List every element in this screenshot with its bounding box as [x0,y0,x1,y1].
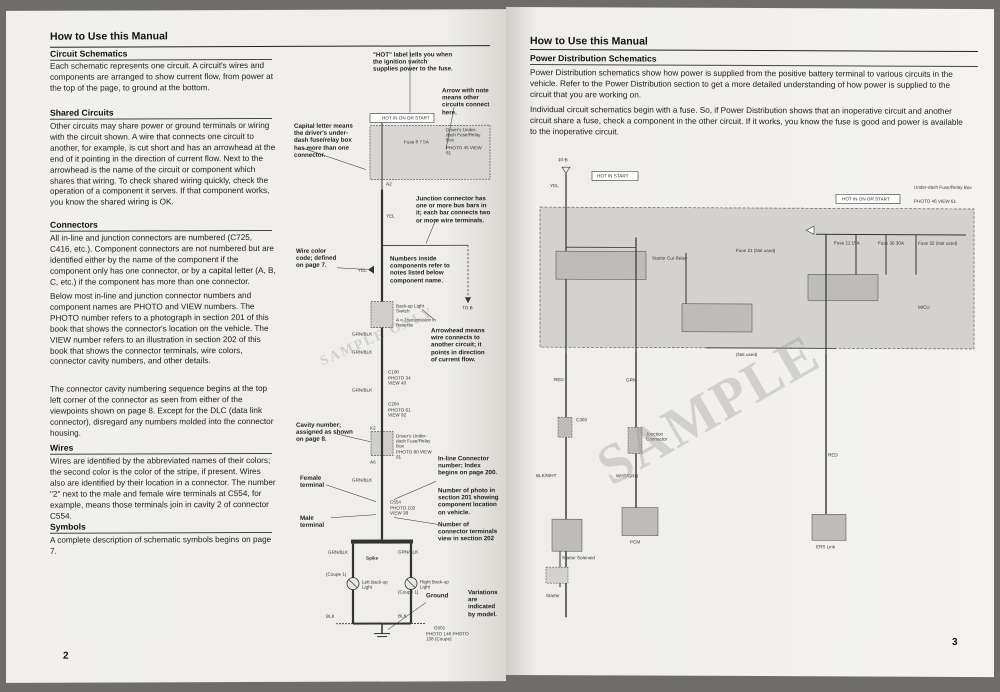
callout-numbers-inside: Numbers inside components refer to notes… [390,255,450,285]
rdiagram-fuse32: Fuse 32 (Not used) [918,240,958,246]
callout-capital-letter: Capital letter means the driver's under-… [294,122,353,159]
rdiagram-red: RED [554,377,564,383]
callout-inline-connector: In-line Connector number; Index begins o… [438,455,498,477]
diagram-k2: K2 [370,425,376,431]
diagram-grn-blk-right: GRN/BLK [398,549,419,555]
rdiagram-c303: C303 [576,417,587,423]
diagram-yel-2: YEL [358,267,367,273]
callout-variations: Variations are indicated by model. [468,589,498,618]
diagram-to-b: TO B [462,305,473,311]
diagram-g501: G501 [434,625,446,631]
rdiagram-hot-on-start: HOT IN ON OR START [842,196,890,202]
diagram-c100: C100 [388,369,399,375]
right-page: How to Use this Manual Power Distributio… [506,6,994,678]
callout-wire-color: Wire color code; defined on page 7. [296,247,337,270]
callout-female-terminal: Female terminal [300,474,325,490]
rdiagram-box-name: Under-dash Fuse/Relay Box [914,184,972,190]
diagram-left-light: Left Back-up Light [362,579,388,590]
callout-ground: Ground [426,592,449,600]
diagram-g501-photo: PHOTO 146 PHOTO 138 (Coupe) [426,631,469,642]
diagram-a2: A2 [386,181,392,187]
callout-connector-view: Number of connector terminals view in se… [438,521,498,543]
rdiagram-ers: ERS Link [816,544,836,550]
page-number-right: 3 [952,636,958,648]
rdiagram-pcm: PCM [630,539,641,545]
rdiagram-fuse11: Fuse 11 15A [834,240,860,246]
diagram-box2: Driver's Under-dash Fuse/Relay Box [396,433,431,449]
rdiagram-fuse21: Fuse 21 (Not used) [736,247,776,254]
rdiagram-fuse36: Fuse 36 30A [878,240,905,246]
power-distribution-schematic [539,166,975,618]
rdiagram-blk-wht: BLK/WHT [536,473,557,479]
diagram-c554-photo: PHOTO 102 VIEW 39 [390,505,416,516]
rdiagram-box-photo: PHOTO 46 VIEW 61 [914,198,957,204]
diagram-coupe-left: (Coupe 1) [326,571,347,577]
callout-junction-connector: Junction connector has one or more bus b… [416,195,491,225]
callout-arrowhead: Arrowhead means wire connects to another… [431,327,485,364]
diagram-right-light: Right Back-up Light [420,579,449,590]
callout-cavity-number: Cavity number; assigned as shown on page… [296,421,353,444]
diagram-fuse: Fuse 8 7.5A [404,139,429,145]
diagram-grn-blk-left: GRN/BLK [328,549,349,555]
left-page: How to Use this Manual Circuit Schematic… [6,9,506,683]
rdiagram-starter: Starter [546,593,560,599]
callout-hot-label: "HOT" label tells you when the ignition … [373,51,453,73]
diagram-hot-box: HOT IN ON OR START [382,115,430,121]
diagram-c554: C554 [390,499,401,505]
diagram-grn-blk-3: GRN/BLK [352,387,373,393]
diagram-c204-photo: PHOTO 61 VIEW 92 [388,407,411,418]
rdiagram-relay: Starter Cut Relay [652,255,688,261]
diagram-grn-blk-4: GRN/BLK [352,477,373,483]
diagram-blk-left: BLK [326,613,335,619]
example-schematic [301,49,491,638]
rdiagram-c10-label: 10-B [558,157,568,163]
diagram-blk-right: BLK [398,613,407,619]
diagram-c204: C204 [388,401,399,407]
rdiagram-grn: GRN [626,377,637,383]
callout-arrow-note: Arrow with note means other circuits con… [442,87,490,116]
rdiagram-yel: YEL [550,183,559,189]
diagram-coupe-right: (Coupe 1) [398,589,419,595]
diagram-fuse-box: Driver's Under-dash Fuse/Relay Box [446,127,481,143]
callout-photo-number: Number of photo in section 201 showing c… [438,487,499,516]
rdiagram-micu: MICU [918,304,930,310]
diagram-box2-photo: PHOTO 80 VIEW 91 [396,449,432,460]
rdiagram-red-2: RED [828,452,838,458]
callout-male-terminal: Male terminal [300,514,325,530]
diagram-fuse-photo: PHOTO 45 VIEW 61 [446,145,482,156]
diagram-c100-photo: PHOTO 34 VIEW 40 [388,375,411,386]
page-number-left: 2 [63,650,69,662]
diagram-a6: A6 [370,459,376,465]
diagram-spike: Spike [366,555,379,561]
rdiagram-hot-start: HOT IN START [597,173,629,179]
diagram-yel-1: YEL [386,213,395,219]
rdiagram-starter-solenoid: Starter Solenoid [562,555,595,561]
